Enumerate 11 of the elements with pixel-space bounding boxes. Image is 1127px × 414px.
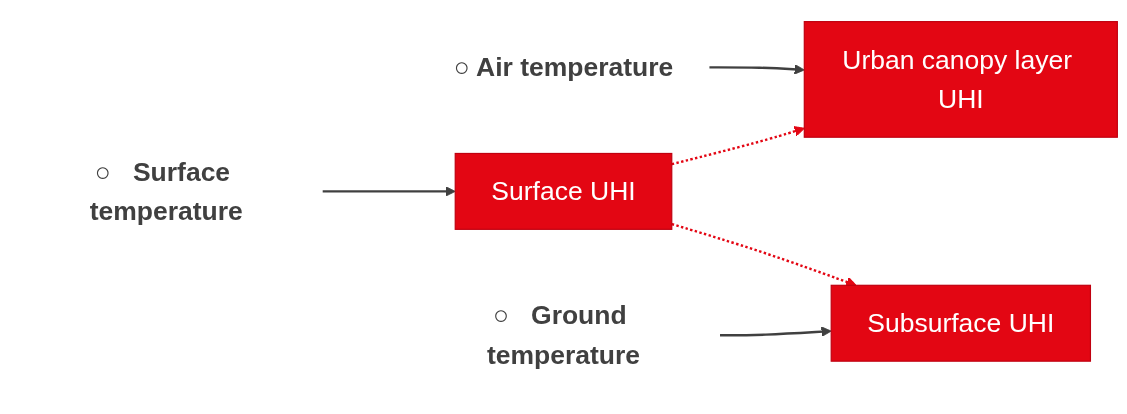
- node-text: ○ Air temperature: [453, 51, 674, 83]
- arrow: [709, 63, 805, 75]
- arrow: [671, 125, 805, 165]
- node-box: [803, 20, 1118, 138]
- node-text: ○ Surface temperature: [89, 156, 243, 226]
- flowchart: ○ Air temperature Urban canopy layer UHI ○ Surface temperature Surface UHI ○ Ground temperature Subsurface UHI: [0, 11, 1127, 403]
- arrow: [720, 326, 832, 337]
- node-text: ○ Ground temperature: [486, 300, 641, 370]
- arrow: [322, 185, 456, 197]
- node-box: [830, 284, 1092, 362]
- node-box: [454, 152, 673, 230]
